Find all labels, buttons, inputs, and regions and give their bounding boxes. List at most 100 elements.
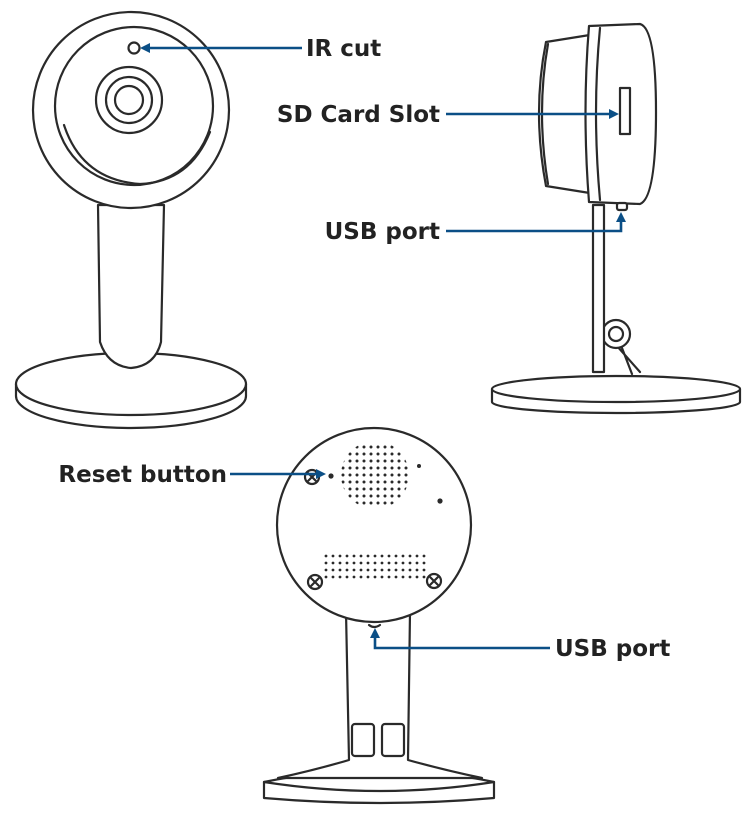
grille-hole <box>394 561 398 565</box>
grille-hole <box>362 501 366 505</box>
grille-hole <box>348 473 352 477</box>
grille-hole <box>415 561 419 565</box>
grille-hole <box>380 554 384 558</box>
grille-hole <box>408 568 412 572</box>
grille-hole <box>376 459 380 463</box>
grille-hole <box>324 568 328 572</box>
grille-hole <box>401 561 405 565</box>
grille-hole <box>408 575 412 579</box>
grille-hole <box>338 575 342 579</box>
grille-hole <box>324 561 328 565</box>
grille-hole <box>373 561 377 565</box>
grille-hole <box>376 445 380 449</box>
grille-hole <box>369 452 373 456</box>
back-disc <box>275 426 473 624</box>
reset-button-hole <box>328 473 334 479</box>
grille-hole <box>331 568 335 572</box>
grille-hole <box>394 575 398 579</box>
grille-hole <box>383 466 387 470</box>
grille-hole <box>355 459 359 463</box>
grille-hole <box>383 480 387 484</box>
grille-hole <box>380 568 384 572</box>
grille-hole <box>383 501 387 505</box>
grille-hole <box>359 554 363 558</box>
grille-hole <box>345 554 349 558</box>
grille-hole <box>376 452 380 456</box>
grille-hole <box>369 480 373 484</box>
grille-hole <box>383 452 387 456</box>
grille-hole <box>376 473 380 477</box>
grille-hole <box>352 554 356 558</box>
grille-hole <box>376 501 380 505</box>
back-usb-port-notch <box>367 623 382 629</box>
callout-usb-port-side <box>446 212 626 233</box>
label-sd-card-slot: SD Card Slot <box>277 102 440 128</box>
side-hinge-knob-inner <box>607 325 625 343</box>
grille-hole <box>359 575 363 579</box>
grille-hole <box>390 466 394 470</box>
grille-hole <box>369 459 373 463</box>
grille-hole <box>362 466 366 470</box>
grille-hole <box>348 452 352 456</box>
grille-hole <box>397 494 401 498</box>
front-neck <box>96 203 166 370</box>
grille-hole <box>390 452 394 456</box>
grille-hole <box>404 466 408 470</box>
grille-hole <box>390 501 394 505</box>
grille-hole <box>383 445 387 449</box>
grille-hole <box>401 575 405 579</box>
grille-hole <box>362 445 366 449</box>
grille-hole <box>373 554 377 558</box>
grille-hole <box>341 480 345 484</box>
grille-hole <box>366 568 370 572</box>
grille-hole <box>369 487 373 491</box>
speaker-grille-bottom <box>324 554 426 579</box>
callout-sd-card-slot <box>446 109 619 119</box>
grille-hole <box>401 568 405 572</box>
grille-hole <box>331 561 335 565</box>
grille-hole <box>397 473 401 477</box>
grille-hole <box>355 473 359 477</box>
grille-hole <box>422 575 426 579</box>
grille-hole <box>383 473 387 477</box>
grille-hole <box>331 575 335 579</box>
grille-hole <box>369 445 373 449</box>
back-stand <box>276 610 484 780</box>
grille-hole <box>415 575 419 579</box>
grille-hole <box>376 466 380 470</box>
indicator-dot-top <box>417 464 421 468</box>
grille-hole <box>348 494 352 498</box>
grille-hole <box>359 561 363 565</box>
grille-hole <box>383 487 387 491</box>
grille-hole <box>341 473 345 477</box>
indicator-dot-lower <box>437 498 443 504</box>
grille-hole <box>376 494 380 498</box>
grille-hole <box>390 494 394 498</box>
callout-ir-cut <box>140 43 302 53</box>
side-hinge-brace <box>615 344 642 376</box>
grille-hole <box>383 459 387 463</box>
grille-hole <box>397 480 401 484</box>
grille-hole <box>369 466 373 470</box>
grille-hole <box>338 561 342 565</box>
label-reset-button: Reset button <box>58 462 227 488</box>
label-usb-port-back: USB port <box>555 636 670 662</box>
grille-hole <box>373 568 377 572</box>
grille-hole <box>362 487 366 491</box>
grille-hole <box>324 575 328 579</box>
grille-hole <box>355 466 359 470</box>
grille-hole <box>387 561 391 565</box>
grille-hole <box>348 487 352 491</box>
grille-hole <box>422 568 426 572</box>
grille-hole <box>415 554 419 558</box>
grille-hole <box>390 480 394 484</box>
grille-hole <box>390 459 394 463</box>
grille-hole <box>369 473 373 477</box>
grille-hole <box>345 575 349 579</box>
side-base-top <box>490 374 742 404</box>
grille-hole <box>404 473 408 477</box>
screw-bottom-right <box>425 572 443 590</box>
grille-hole <box>394 568 398 572</box>
grille-hole <box>331 554 335 558</box>
